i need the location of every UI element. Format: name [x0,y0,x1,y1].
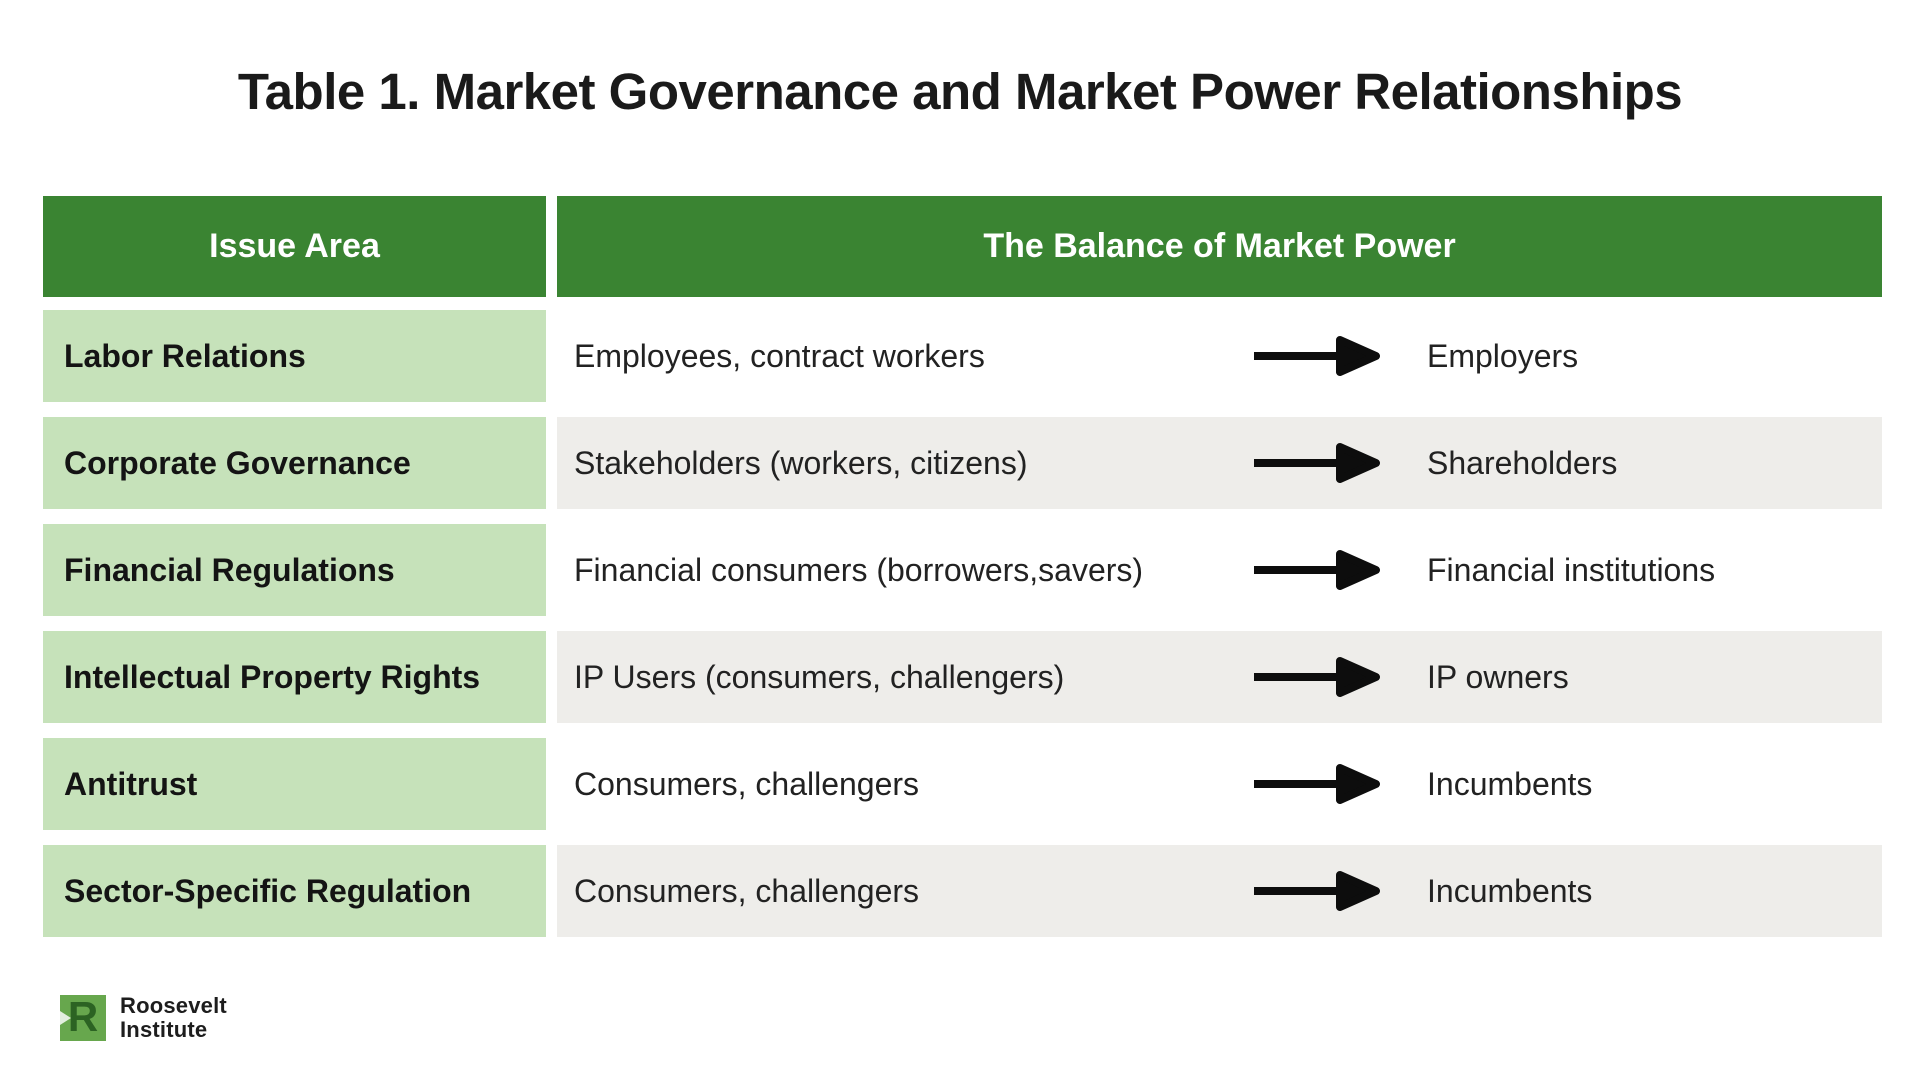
issue-area-cell: Labor Relations [43,310,546,402]
logo-r-glyph: R [67,992,99,1040]
table-body: Labor Relations Employees, contract work… [43,310,1882,937]
right-arrow-icon [1254,657,1380,697]
page-title: Table 1. Market Governance and Market Po… [237,63,1683,120]
table-row: Sector-Specific Regulation Consumers, ch… [43,845,1882,937]
right-arrow-icon [1254,550,1380,590]
stronger-party-label: IP owners [1427,658,1569,695]
balance-of-power-cell: Financial consumers (borrowers,savers) F… [557,524,1882,616]
table-row: Labor Relations Employees, contract work… [43,310,1882,402]
stronger-party-label: Financial institutions [1427,551,1716,588]
right-arrow-icon [1254,871,1380,911]
table-row: Intellectual Property Rights IP Users (c… [43,631,1882,723]
logo-wordmark: Roosevelt Institute [120,993,227,1043]
stronger-party-label: Incumbents [1427,765,1593,802]
issue-area-cell: Intellectual Property Rights [43,631,546,723]
stronger-party-label: Shareholders [1427,444,1618,481]
balance-of-power-cell: Consumers, challengers Incumbents [557,845,1882,937]
stronger-party-label: Incumbents [1427,872,1593,909]
right-arrow-icon [1254,443,1380,483]
issue-area-cell: Sector-Specific Regulation [43,845,546,937]
weaker-party-label: IP Users (consumers, challengers) [574,658,1065,695]
balance-of-power-cell: Employees, contract workers Employers [557,310,1882,402]
issue-area-cell: Antitrust [43,738,546,830]
header-issue-area: Issue Area [43,196,546,297]
weaker-party-label: Employees, contract workers [574,337,985,374]
table-header-row: Issue Area The Balance of Market Power [43,196,1882,297]
logo-notch-shape [60,1011,71,1026]
balance-of-power-cell: IP Users (consumers, challengers) IP own… [557,631,1882,723]
header-balance-of-market-power: The Balance of Market Power [557,196,1882,297]
weaker-party-label: Financial consumers (borrowers,savers) [574,551,1144,588]
roosevelt-r-logo-icon: R [60,992,106,1042]
weaker-party-label: Stakeholders (workers, citizens) [574,444,1028,481]
issue-area-cell: Financial Regulations [43,524,546,616]
weaker-party-label: Consumers, challengers [574,872,920,909]
weaker-party-label: Consumers, challengers [574,765,920,802]
stronger-party-label: Employers [1427,337,1579,374]
logo-line-2: Institute [120,1017,208,1043]
right-arrow-icon [1254,764,1380,804]
logo-line-1: Roosevelt [120,993,227,1018]
balance-of-power-cell: Consumers, challengers Incumbents [557,738,1882,830]
balance-of-power-cell: Stakeholders (workers, citizens) Shareho… [557,417,1882,509]
issue-area-cell: Corporate Governance [43,417,546,509]
table-row: Antitrust Consumers, challengers Incumbe… [43,738,1882,830]
table-row: Financial Regulations Financial consumer… [43,524,1882,616]
table-row: Corporate Governance Stakeholders (worke… [43,417,1882,509]
right-arrow-icon [1254,336,1380,376]
market-power-table: Issue Area The Balance of Market Power L… [43,196,1882,952]
roosevelt-institute-logo: R Roosevelt Institute [60,992,227,1043]
